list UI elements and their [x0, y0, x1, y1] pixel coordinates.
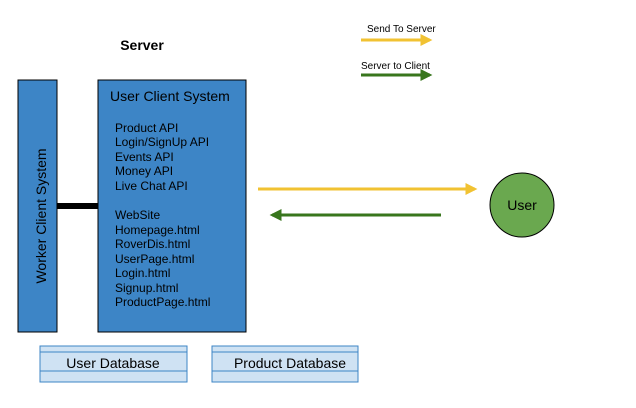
web-item: Login.html: [115, 266, 170, 280]
user-node: [489, 172, 555, 238]
api-list: Product API Login/SignUp API Events API …: [115, 121, 209, 193]
web-file-list: WebSite Homepage.html RoverDis.html User…: [115, 208, 210, 309]
worker-client-system-label: Worker Client System: [33, 148, 49, 283]
user-client-system-box: [97, 79, 247, 333]
web-item: RoverDis.html: [115, 237, 190, 251]
web-item: ProductPage.html: [115, 295, 210, 309]
web-item: Signup.html: [115, 281, 178, 295]
web-item: UserPage.html: [115, 252, 194, 266]
api-item: Product API: [115, 121, 178, 135]
product-database-label: Product Database: [234, 355, 346, 371]
api-item: Events API: [115, 150, 174, 164]
user-database-label: User Database: [66, 355, 160, 371]
legend-send-label: Send To Server: [367, 24, 436, 35]
user-database: User Database: [39, 345, 188, 383]
worker-client-system-box: [17, 79, 58, 333]
product-database: Product Database: [211, 345, 359, 383]
diagram-title: Server: [120, 37, 164, 53]
legend-receive-label: Server to Client: [361, 61, 430, 72]
web-item: Homepage.html: [115, 223, 200, 237]
api-item: Login/SignUp API: [115, 135, 209, 149]
user-node-label: User: [507, 197, 537, 213]
api-item: Money API: [115, 164, 173, 178]
user-client-system-title: User Client System: [110, 88, 230, 104]
api-item: Live Chat API: [115, 179, 188, 193]
worker-user-connector: [57, 203, 98, 209]
web-item: WebSite: [115, 208, 160, 222]
legend: Send To Server Server to Client: [361, 24, 436, 81]
